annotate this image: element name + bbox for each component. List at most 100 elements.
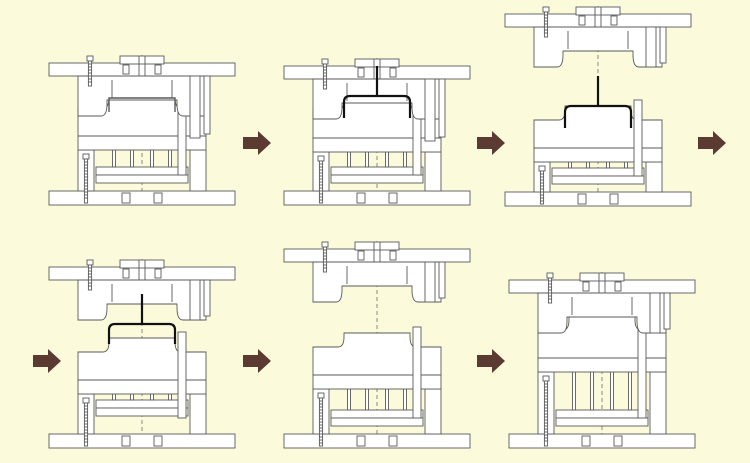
base-boss <box>388 192 398 204</box>
ejector-retainer-plate <box>330 166 424 176</box>
ejector-retainer-plate <box>551 167 645 177</box>
locating-ring <box>354 241 400 251</box>
clamp-bolt-shank <box>87 264 93 291</box>
top-clamp-plate <box>283 248 471 263</box>
clamp-bolt-head <box>86 55 94 62</box>
guide-pin-bushing <box>438 261 446 299</box>
return-pin <box>412 326 422 419</box>
guide-pin <box>645 26 657 68</box>
guide-pin <box>424 78 436 142</box>
ring-screw <box>154 64 162 75</box>
ring-screw <box>122 268 130 279</box>
ring-screw <box>614 281 622 292</box>
spacer-block-right <box>189 149 207 192</box>
locating-ring <box>119 55 165 65</box>
ring-screw <box>389 67 397 78</box>
ejector-retainer-plate <box>95 166 189 176</box>
clamp-bolt-head <box>86 259 94 266</box>
clamp-bolt-head <box>546 272 554 279</box>
return-pin <box>177 331 187 419</box>
support-plate <box>77 135 207 151</box>
ejector-retainer-plate <box>95 399 189 409</box>
ring-screw <box>578 15 586 26</box>
guide-pin-bushing <box>203 75 211 135</box>
ring-screw <box>357 67 365 78</box>
base-boss <box>153 192 163 204</box>
support-bolt-head <box>317 392 325 399</box>
top-clamp-plate <box>48 266 236 281</box>
ejector-plate <box>555 417 649 427</box>
base-boss <box>388 435 398 447</box>
locating-ring <box>575 6 621 16</box>
guide-pin-bushing <box>663 292 671 330</box>
stage-mold-closing <box>508 272 696 449</box>
clamp-bolt-head <box>321 241 329 248</box>
bottom-clamp-plate <box>48 433 236 449</box>
ejector-plate <box>330 174 424 184</box>
right-arrow-icon-6 <box>477 349 505 373</box>
support-bolt-shank <box>83 158 89 204</box>
guide-pin <box>189 279 201 321</box>
ejector-plate <box>551 175 645 185</box>
support-bolt-head <box>542 375 550 382</box>
stage-part-removed <box>283 241 471 449</box>
stage-mold-open-start <box>283 58 471 206</box>
clamp-bolt-head <box>321 58 329 65</box>
base-boss <box>153 435 163 447</box>
clamp-bolt-shank <box>87 60 93 87</box>
clamp-bolt-shank <box>543 11 549 38</box>
spacer-block-right <box>424 151 442 192</box>
ring-screw <box>154 268 162 279</box>
stage-part-ejected <box>48 259 236 449</box>
ejector-plate <box>95 407 189 417</box>
cavity-plate <box>77 75 207 117</box>
base-boss <box>121 435 131 447</box>
support-plate <box>537 357 667 373</box>
top-clamp-plate <box>504 13 692 28</box>
support-plate <box>312 137 442 153</box>
base-boss <box>577 193 587 205</box>
bottom-clamp-plate <box>504 191 692 207</box>
ejector-retainer-plate <box>555 409 649 419</box>
bottom-clamp-plate <box>283 433 471 449</box>
base-boss <box>121 192 131 204</box>
guide-pin <box>189 75 201 139</box>
ejector-plate <box>95 174 189 184</box>
ring-screw <box>582 281 590 292</box>
right-arrow-icon-4 <box>33 349 61 373</box>
support-bolt-head <box>82 153 90 160</box>
bottom-clamp-plate <box>283 190 471 206</box>
right-arrow-icon-2 <box>477 131 505 155</box>
right-arrow-icon-1 <box>243 131 271 155</box>
ejector-retainer-plate <box>330 409 424 419</box>
support-plate <box>312 374 442 390</box>
ring-screw <box>610 15 618 26</box>
guide-pin-bushing <box>438 78 446 138</box>
ejector-plate <box>330 417 424 427</box>
ring-screw <box>389 250 397 261</box>
support-bolt-head <box>82 397 90 404</box>
right-arrow-icon-5 <box>243 349 271 373</box>
support-bolt-shank <box>543 380 549 447</box>
spacer-block-right <box>424 388 442 435</box>
spacer-block-right <box>649 371 667 435</box>
locating-ring <box>354 58 400 68</box>
support-bolt-head <box>317 155 325 162</box>
locating-ring <box>579 272 625 282</box>
support-plate <box>77 379 207 395</box>
spacer-block-right <box>645 161 663 193</box>
cavity-plate <box>533 26 663 68</box>
base-boss <box>356 192 366 204</box>
cavity-fill <box>108 97 176 112</box>
support-bolt-shank <box>83 402 89 447</box>
stage-mold-closed <box>48 55 236 206</box>
guide-pin <box>649 292 661 334</box>
support-bolt-head <box>538 165 546 172</box>
support-plate <box>533 147 663 163</box>
support-bolt-shank <box>539 170 545 205</box>
ring-screw <box>357 250 365 261</box>
stage-mold-open-part-on-core <box>504 6 692 207</box>
guide-pin-bushing <box>203 279 211 317</box>
